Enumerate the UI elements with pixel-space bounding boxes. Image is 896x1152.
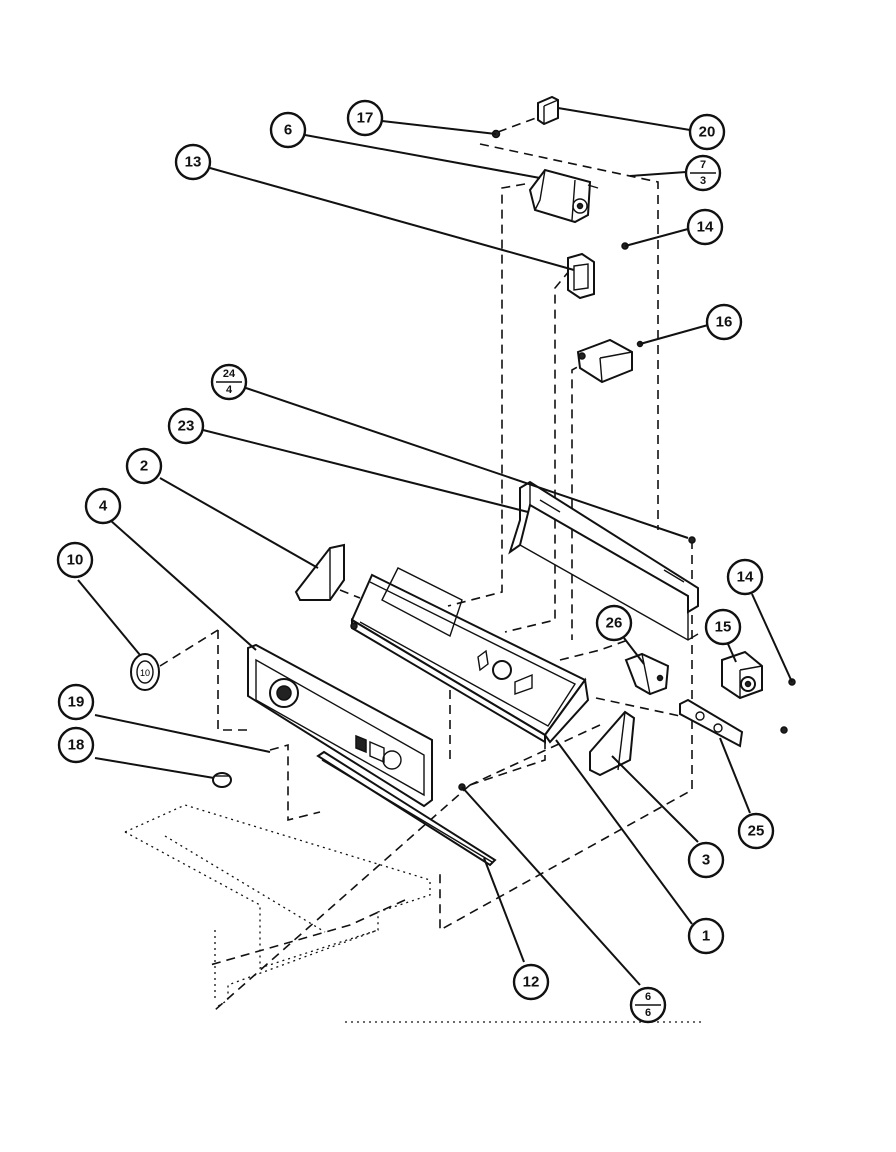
callout-6: 6 — [269, 111, 307, 149]
svg-text:12: 12 — [523, 974, 540, 991]
part-2-end-cap-left — [294, 543, 345, 601]
part-4-graphic-panel — [247, 643, 433, 808]
part-12-trim-strip — [316, 750, 497, 867]
part-3-end-cap-right — [589, 710, 636, 777]
svg-text:25: 25 — [748, 823, 765, 840]
part-6-timer — [528, 168, 599, 224]
svg-text:10: 10 — [67, 552, 84, 569]
svg-text:6: 6 — [645, 1007, 651, 1019]
callout-12: 12 — [512, 963, 550, 1001]
callout-15: 15 — [704, 608, 742, 646]
callout-7-over-3: 7 3 — [684, 154, 722, 192]
callout-19: 19 — [57, 683, 95, 721]
callout-10: 10 — [56, 541, 94, 579]
callout-4: 4 — [84, 487, 122, 525]
part-1-control-console — [350, 567, 590, 744]
part-10-knob: 10 — [130, 653, 160, 691]
callout-25: 25 — [737, 812, 775, 850]
part-26-bracket — [624, 652, 670, 696]
callout-1: 1 — [687, 917, 725, 955]
svg-text:3: 3 — [700, 175, 706, 187]
part-15-switch — [721, 650, 763, 700]
svg-text:13: 13 — [185, 154, 202, 171]
knob-label: 10 — [140, 668, 150, 678]
svg-text:23: 23 — [178, 418, 195, 435]
callout-17: 17 — [346, 99, 384, 137]
callout-24-over-4: 24 4 — [210, 363, 248, 401]
part-20-connector — [537, 95, 559, 126]
svg-text:1: 1 — [702, 928, 710, 945]
svg-text:2: 2 — [140, 458, 148, 475]
callout-14-lower: 14 — [726, 558, 764, 596]
svg-text:16: 16 — [716, 314, 733, 331]
callout-6-over-6: 6 6 — [629, 986, 667, 1024]
assembly-guide-lines — [159, 111, 693, 1011]
callout-3: 3 — [687, 841, 725, 879]
callout-13: 13 — [174, 143, 212, 181]
svg-text:17: 17 — [357, 110, 374, 127]
callout-16: 16 — [705, 303, 743, 341]
svg-text:24: 24 — [223, 368, 236, 380]
part-13-bracket — [567, 252, 595, 300]
svg-text:4: 4 — [99, 498, 108, 515]
svg-text:7: 7 — [700, 159, 706, 171]
callout-2: 2 — [125, 447, 163, 485]
svg-text:14: 14 — [697, 219, 714, 236]
svg-text:14: 14 — [737, 569, 754, 586]
callout-23: 23 — [167, 407, 205, 445]
svg-text:20: 20 — [699, 124, 716, 141]
svg-text:3: 3 — [702, 852, 710, 869]
part-16-switch — [576, 338, 633, 384]
part-23-support-bracket — [508, 480, 699, 641]
svg-text:26: 26 — [606, 615, 623, 632]
svg-text:15: 15 — [715, 619, 732, 636]
cabinet-top-outline — [124, 804, 705, 1023]
leader-lines — [77, 107, 793, 986]
svg-text:6: 6 — [645, 991, 651, 1003]
svg-text:18: 18 — [68, 737, 85, 754]
part-25-screw — [780, 726, 788, 734]
callout-26: 26 — [595, 604, 633, 642]
svg-text:19: 19 — [68, 694, 85, 711]
callout-14-upper: 14 — [686, 208, 724, 246]
callout-20: 20 — [688, 113, 726, 151]
svg-text:4: 4 — [226, 384, 233, 396]
part-18-button — [212, 772, 232, 788]
svg-text:6: 6 — [284, 122, 292, 139]
part-25-mounting-plate — [679, 698, 744, 748]
callout-18: 18 — [57, 726, 95, 764]
